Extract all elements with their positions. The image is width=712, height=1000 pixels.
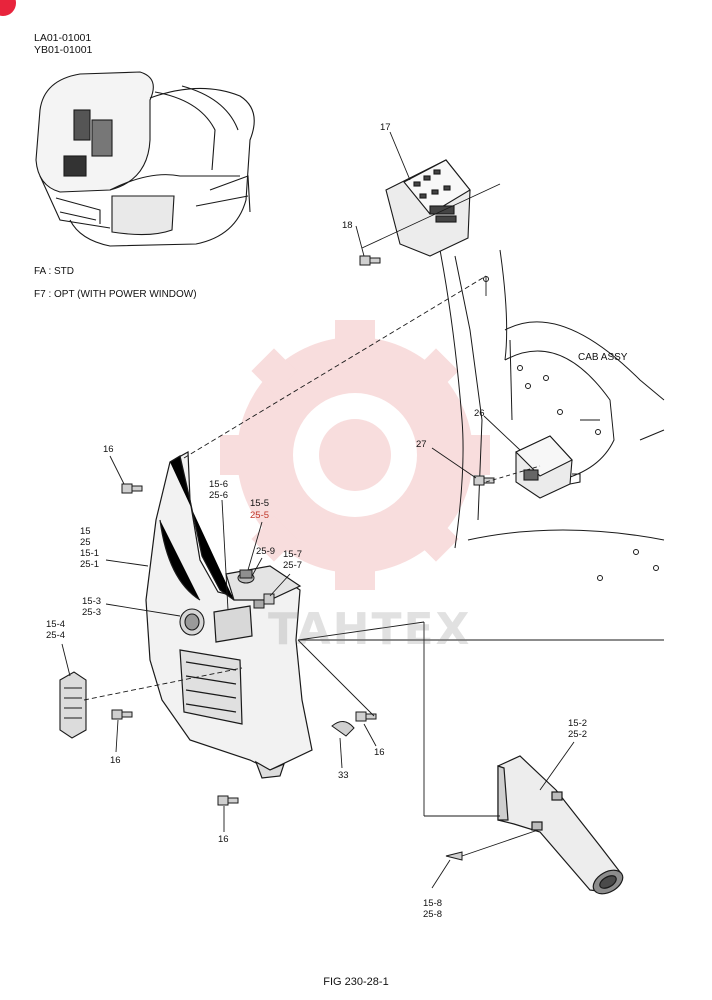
serial-range-2: YB01-01001 (34, 44, 93, 56)
callout-26: 26 (474, 408, 485, 419)
callout-15-2: 15-2 25-2 (568, 718, 588, 740)
callout-17: 17 (380, 122, 391, 133)
part-15-console-cover (145, 451, 313, 779)
callout-15-3: 15-3 25-3 (82, 596, 102, 618)
cab-assy-label: CAB ASSY (578, 352, 628, 363)
corner-badge (0, 0, 16, 16)
callout-15-6: 15-6 25-6 (209, 479, 229, 501)
part-15-2-air-duct (497, 755, 624, 895)
callout-33: 33 (338, 770, 349, 781)
bolt-16-top (121, 483, 143, 494)
note-fa: FA : STD (34, 266, 75, 277)
clip-33 (331, 721, 355, 737)
callout-18: 18 (342, 220, 353, 231)
part-15-3-round-cap (179, 608, 205, 636)
bolt-16-left (111, 709, 133, 720)
bolt-16-right (355, 711, 377, 722)
watermark-text: TAHTEX (268, 604, 472, 655)
callout-15-8: 15-8 25-8 (423, 898, 443, 920)
part-15-5-socket (237, 569, 275, 609)
watermark-gear-logo (220, 320, 490, 590)
bolt-16-bottom (217, 795, 239, 806)
callout-16-top: 16 (103, 444, 114, 455)
screw-15-8 (445, 851, 463, 861)
callout-15-7: 15-7 25-7 (283, 549, 303, 571)
callout-15-main: 15 25 15-1 25-1 (80, 526, 100, 570)
callout-16-left: 16 (110, 755, 121, 766)
callout-15-4: 15-4 25-4 (46, 619, 66, 641)
bolts (111, 255, 495, 861)
callout-15-5: 15-5 (250, 498, 270, 509)
callout-25-9: 25-9 (256, 546, 276, 557)
callout-16-right: 16 (374, 747, 385, 758)
bolt-27 (473, 475, 495, 486)
leader-lines (61, 131, 664, 889)
callout-25-5: 25-5 (250, 510, 270, 521)
machine-overview-sketch (35, 71, 255, 247)
part-26-controller (515, 435, 581, 499)
note-f7: F7 : OPT (WITH POWER WINDOW) (34, 289, 197, 300)
callout-27: 27 (416, 439, 427, 450)
part-17-switch-panel (385, 159, 471, 257)
callout-16-bottom: 16 (218, 834, 229, 845)
part-15-4-grille (59, 671, 87, 739)
bolt-18 (359, 255, 381, 266)
cab-assy-outline (439, 249, 665, 581)
serial-range-1: LA01-01001 (34, 32, 92, 44)
figure-caption: FIG 230-28-1 (323, 976, 389, 988)
